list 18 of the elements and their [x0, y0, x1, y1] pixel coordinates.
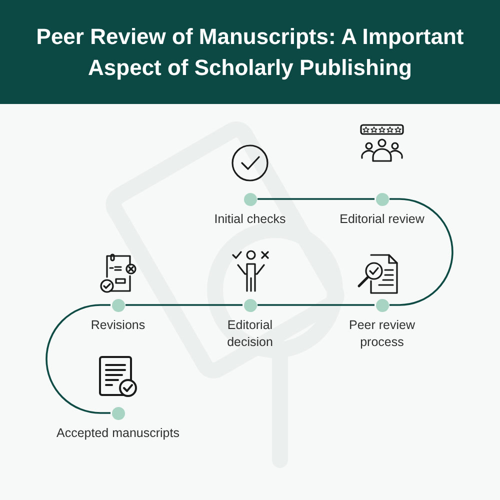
step-label: Editorial decision: [226, 317, 274, 351]
step-label: Peer review process: [348, 317, 416, 351]
connector-line: [258, 304, 374, 306]
step-dot: [376, 192, 388, 206]
step-dot: [112, 298, 124, 312]
step-dot: [244, 298, 256, 312]
step-label: Editorial review: [338, 211, 426, 228]
connector-line: [46, 304, 110, 414]
step-label: Accepted manuscripts: [56, 425, 180, 442]
connector-line: [258, 198, 374, 200]
step-dot: [376, 298, 388, 312]
step-label: Revisions: [90, 317, 146, 334]
step-dot: [112, 406, 124, 420]
step-label: Initial checks: [213, 211, 287, 228]
step-dot: [244, 192, 256, 206]
connector-line: [390, 198, 454, 306]
title: Peer Review of Manuscripts: A Important Aspect of Scholarly Publishing: [35, 23, 465, 82]
connector-line: [126, 304, 242, 306]
